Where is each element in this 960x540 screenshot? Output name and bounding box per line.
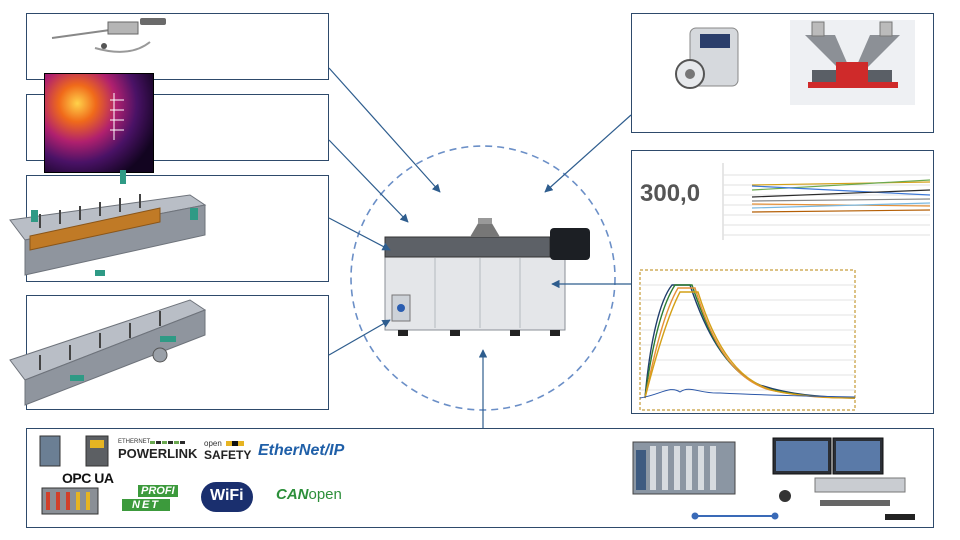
twin-gear-pump-image	[790, 20, 915, 105]
wifi-logo: WiFi	[201, 482, 253, 512]
fieldbus-connection-line	[691, 512, 779, 520]
barrel-module-image	[9, 299, 207, 406]
canopen-logo: CANopen	[276, 486, 342, 503]
powerlink-mosaic-icon	[150, 441, 185, 444]
powerlink-logo: POWERLINK	[118, 446, 198, 461]
thermal-image	[44, 73, 154, 173]
connection-arrows	[328, 67, 632, 428]
opensafety-logo: SAFETY	[204, 448, 252, 462]
hmi-monitors-image	[772, 437, 915, 520]
pressure-curve-chart	[639, 269, 856, 411]
thermal-scale	[110, 93, 124, 140]
io-module-image	[632, 441, 736, 495]
measurement-charts-panel	[631, 150, 934, 414]
plc-device-icon	[39, 435, 109, 515]
wifi-label: WiFi	[210, 487, 244, 504]
top-right-line-chart	[722, 163, 931, 240]
canopen-can-label: CAN	[276, 486, 309, 503]
canopen-open-label: open	[308, 486, 342, 503]
ethernet-ip-logo: EtherNet/IP	[258, 442, 345, 459]
peristaltic-pump-image	[675, 27, 739, 89]
opc-ua-logo: OPC UA	[62, 470, 114, 486]
chart-readout-value: 300,0	[640, 180, 701, 207]
profinet-bottom-label: NET	[122, 499, 170, 511]
heated-barrel-image	[9, 170, 207, 276]
extruder-machine-image	[384, 218, 590, 336]
powerlink-label-small: ETHERNET	[118, 439, 151, 445]
pressure-sensor-image	[51, 18, 166, 53]
opensafety-mark-icon	[226, 441, 244, 446]
profinet-top-label: PROFI	[138, 485, 178, 497]
opensafety-label-small: open	[204, 439, 222, 448]
profinet-logo: PROFI NET	[122, 485, 184, 513]
sensor-panel	[26, 13, 329, 80]
